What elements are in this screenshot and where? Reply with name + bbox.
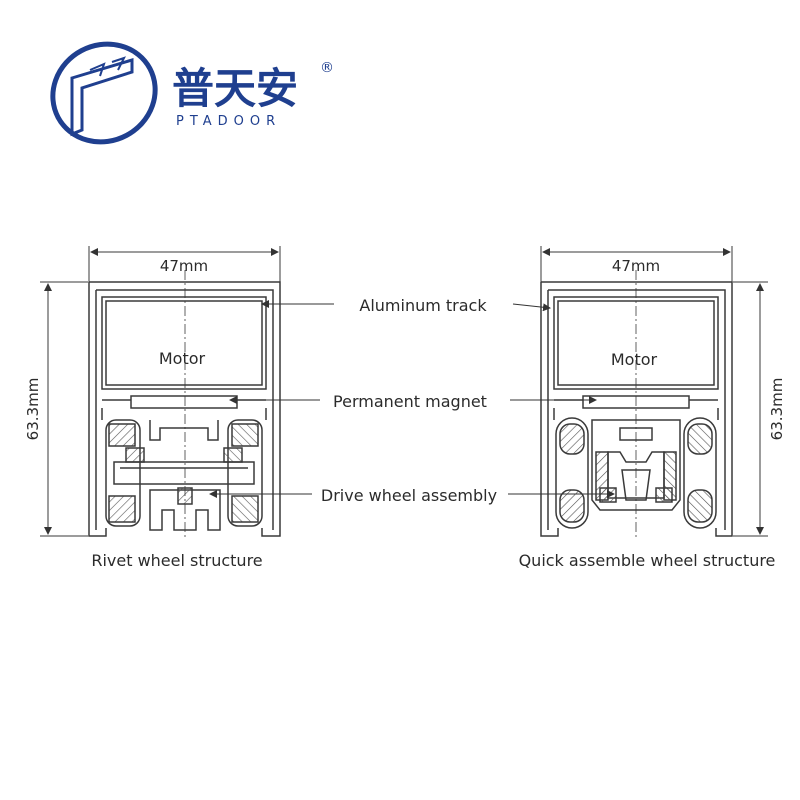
logo-emblem bbox=[50, 41, 158, 145]
right-wheel-carrier bbox=[591, 419, 681, 511]
right-wheel-right bbox=[683, 417, 717, 529]
left-drive-axle bbox=[113, 461, 255, 485]
left-caption: Rivet wheel structure bbox=[91, 551, 262, 570]
permanent-magnet-label: Permanent magnet bbox=[333, 392, 487, 411]
aluminum-track-label: Aluminum track bbox=[359, 296, 487, 315]
right-width-label: 47mm bbox=[612, 257, 660, 275]
left-track-diagram bbox=[40, 246, 281, 540]
aluminum-track-leader-right bbox=[512, 303, 551, 312]
left-wheel-right bbox=[227, 419, 263, 527]
left-motor-housing bbox=[101, 296, 267, 390]
left-permanent-magnet bbox=[130, 395, 238, 409]
left-wheel-left bbox=[105, 419, 141, 527]
right-track-diagram bbox=[540, 246, 768, 540]
callout-leaders bbox=[209, 300, 615, 498]
right-drive-wheel-assembly bbox=[607, 451, 665, 499]
right-wheel-left bbox=[555, 417, 589, 529]
left-aluminum-profile bbox=[88, 281, 281, 537]
logo-chinese-name: 普天安 bbox=[172, 64, 298, 113]
left-width-label: 47mm bbox=[160, 257, 208, 275]
left-motor-label: Motor bbox=[159, 349, 206, 368]
right-motor-label: Motor bbox=[611, 350, 658, 369]
logo-registered-mark: ® bbox=[320, 60, 334, 76]
right-height-label: 63.3mm bbox=[768, 378, 786, 441]
left-drive-wheel-assembly bbox=[149, 489, 221, 531]
left-height-label: 63.3mm bbox=[24, 378, 42, 441]
drive-wheel-assembly-label: Drive wheel assembly bbox=[321, 486, 497, 505]
logo-english-name: PTADOOR bbox=[176, 114, 281, 129]
right-caption: Quick assemble wheel structure bbox=[519, 551, 776, 570]
company-logo: 普天安 ® PTADOOR bbox=[50, 41, 334, 145]
right-aluminum-profile bbox=[540, 281, 733, 537]
